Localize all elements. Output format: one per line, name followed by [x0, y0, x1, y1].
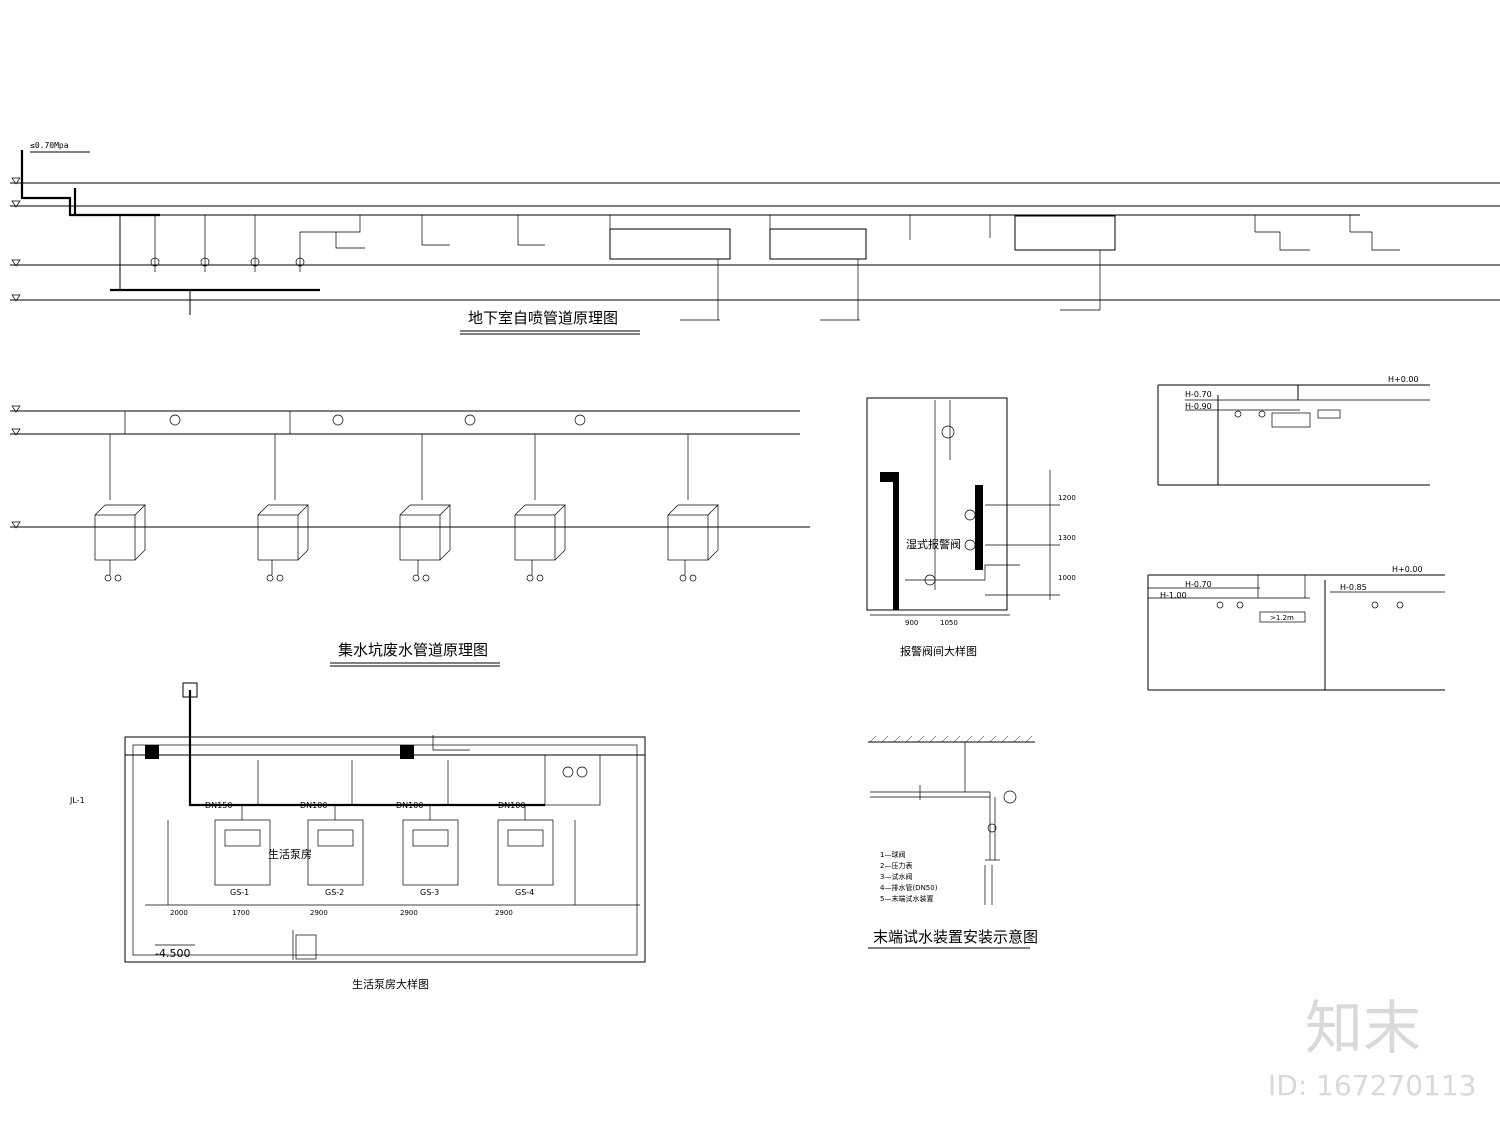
pump-room-inner-label: 生活泵房: [268, 847, 312, 861]
wet-alarm-valve-label: 湿式报警阀: [906, 537, 961, 551]
gt12-label: >1.2m: [1270, 614, 1294, 622]
dim-2900-a: 2900: [310, 909, 328, 917]
legend-4: 4—排水管(DN50): [880, 883, 938, 892]
test-device-diagram: 1—球阀 2—压力表 3—试水阀 4—排水管(DN50) 5—末端试水装置 末端…: [868, 735, 1038, 949]
dim-1000: 1000: [1058, 574, 1076, 582]
dim-900: 900: [905, 619, 918, 627]
alarm-valve-room: 湿式报警阀 1200 1300 1000 900 1050 报警阀间大样图: [866, 397, 1076, 658]
dim-1050: 1050: [940, 619, 958, 627]
sump-title: 集水坑废水管道原理图: [338, 641, 488, 659]
alarm-valve-title: 报警阀间大样图: [900, 644, 977, 658]
watermark-id: ID: 167270113: [1268, 1069, 1476, 1102]
gs1-label: GS-1: [230, 888, 249, 897]
elev-h070: H-0.70: [1185, 390, 1212, 399]
gs2-label: GS-2: [325, 888, 344, 897]
dn150-label: DN150: [205, 801, 232, 810]
elev-h085: H-0.85: [1340, 583, 1367, 592]
elev-h003: H+0.00: [1392, 565, 1423, 574]
dn100-label-1: DN100: [300, 801, 327, 810]
watermark-brand: 知末: [1305, 994, 1421, 1062]
elevation-detail-1: H+0.00 H-0.70 H-0.90: [1157, 375, 1430, 486]
dim-1300: 1300: [1058, 534, 1076, 542]
pump-room-title: 生活泵房大样图: [352, 977, 429, 991]
jl1-label: JL-1: [69, 796, 85, 805]
legend-1: 1—球阀: [880, 850, 905, 859]
dim-2900-c: 2900: [495, 909, 513, 917]
dim-1700: 1700: [232, 909, 250, 917]
pressure-label: ≤0.70Mpa: [30, 141, 69, 150]
dim-2900-b: 2900: [400, 909, 418, 917]
legend-5: 5—末端试水装置: [880, 894, 933, 903]
dn100-label-3: DN100: [498, 801, 525, 810]
legend-3: 3—试水阀: [880, 872, 912, 881]
gs4-label: GS-4: [515, 888, 534, 897]
elev-h070-b: H-0.70: [1185, 580, 1212, 589]
test-device-title: 末端试水装置安装示意图: [873, 928, 1038, 946]
sprinkler-title: 地下室自喷管道原理图: [468, 309, 618, 327]
elev-h090: H-0.90: [1185, 402, 1212, 411]
gs3-label: GS-3: [420, 888, 439, 897]
dim-2000: 2000: [170, 909, 188, 917]
pump-room-plan: 生活泵房 GS-1 GS-2 GS-3 GS-4 DN150 DN100 DN1…: [69, 682, 646, 991]
sprinkler-schematic: ≤0.70Mpa 地下室自喷管道原理图: [10, 141, 1500, 335]
dn100-label-2: DN100: [396, 801, 423, 810]
elev-h000: H+0.00: [1388, 375, 1419, 384]
legend-2: 2—压力表: [880, 861, 912, 870]
sump-schematic: 集水坑废水管道原理图: [10, 405, 810, 667]
dim-1200: 1200: [1058, 494, 1076, 502]
elev-h100: H-1.00: [1160, 591, 1187, 600]
floor-elev-label: -4.500: [155, 947, 190, 960]
elevation-detail-2: H-0.70 H-1.00 H-0.85 H+0.00 >1.2m: [1147, 565, 1445, 691]
